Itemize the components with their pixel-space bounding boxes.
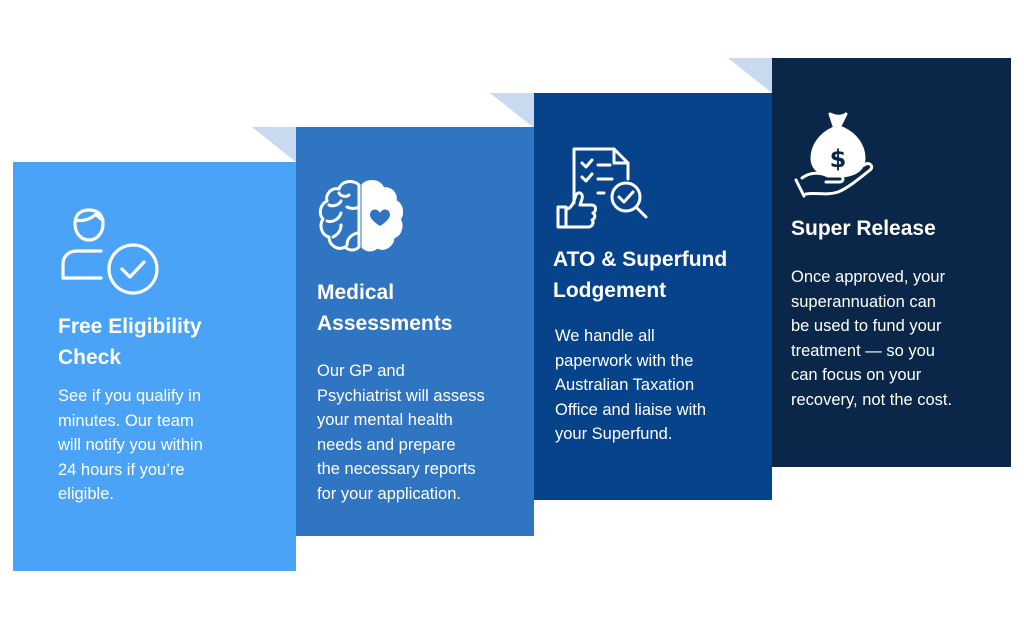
step-description: Once approved, your superannuation can b… [791, 268, 953, 409]
brain-heart-icon [317, 177, 404, 268]
user-check-icon [59, 206, 163, 303]
document-approval-icon [556, 145, 652, 236]
svg-text:$: $ [830, 145, 847, 173]
step-title: Medical Assessments [317, 281, 453, 335]
step-card-super-release: $ Super Release Once approved, your supe… [772, 58, 1011, 467]
fold-step-2 [252, 127, 296, 162]
step-card-medical: Medical Assessments Our GP and Psychiatr… [296, 127, 534, 536]
step-title: Free Eligibility Check [58, 315, 202, 369]
step-title: ATO & Superfund Lodgement [553, 248, 728, 302]
fold-step-3 [490, 93, 534, 128]
step-title: Super Release [791, 217, 936, 240]
step-description: We handle all paperwork with the Austral… [555, 327, 707, 444]
step-card-eligibility: Free Eligibility Check See if you qualif… [13, 162, 296, 571]
step-card-lodgement: ATO & Superfund Lodgement We handle all … [534, 93, 772, 500]
money-bag-hand-icon: $ [790, 110, 882, 209]
step-description: See if you qualify in minutes. Our team … [58, 387, 203, 504]
fold-step-4 [728, 58, 772, 93]
step-description: Our GP and Psychiatrist will assess your… [317, 362, 485, 503]
